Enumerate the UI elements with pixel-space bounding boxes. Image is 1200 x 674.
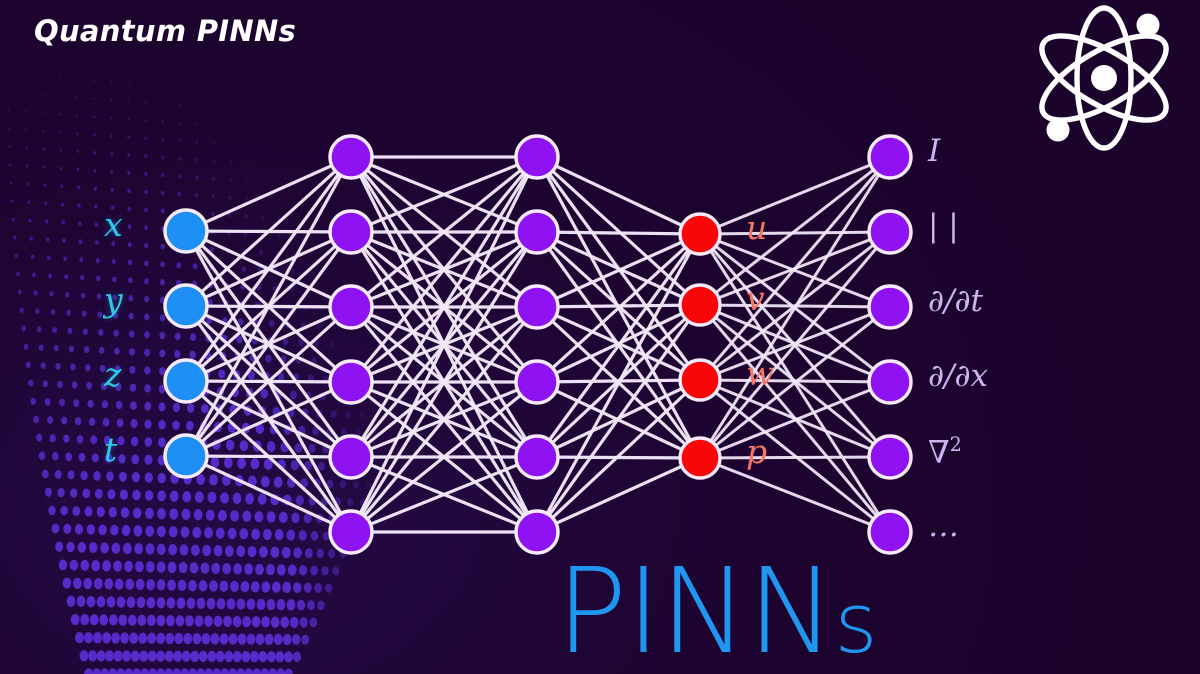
atom-nucleus-icon — [1091, 65, 1117, 91]
atom-icon — [1039, 5, 1169, 151]
page-title: Quantum PINNs — [34, 14, 297, 48]
network-nodes — [163, 134, 913, 555]
pinns-wordmark-main: PINN — [556, 542, 835, 674]
network-edges — [184, 155, 892, 534]
atom-electron-icon — [1136, 13, 1160, 37]
pinns-wordmark-suffix: s — [834, 576, 878, 672]
pinns-wordmark: PINNs — [556, 552, 878, 672]
atom-electron-icon — [1046, 118, 1070, 142]
